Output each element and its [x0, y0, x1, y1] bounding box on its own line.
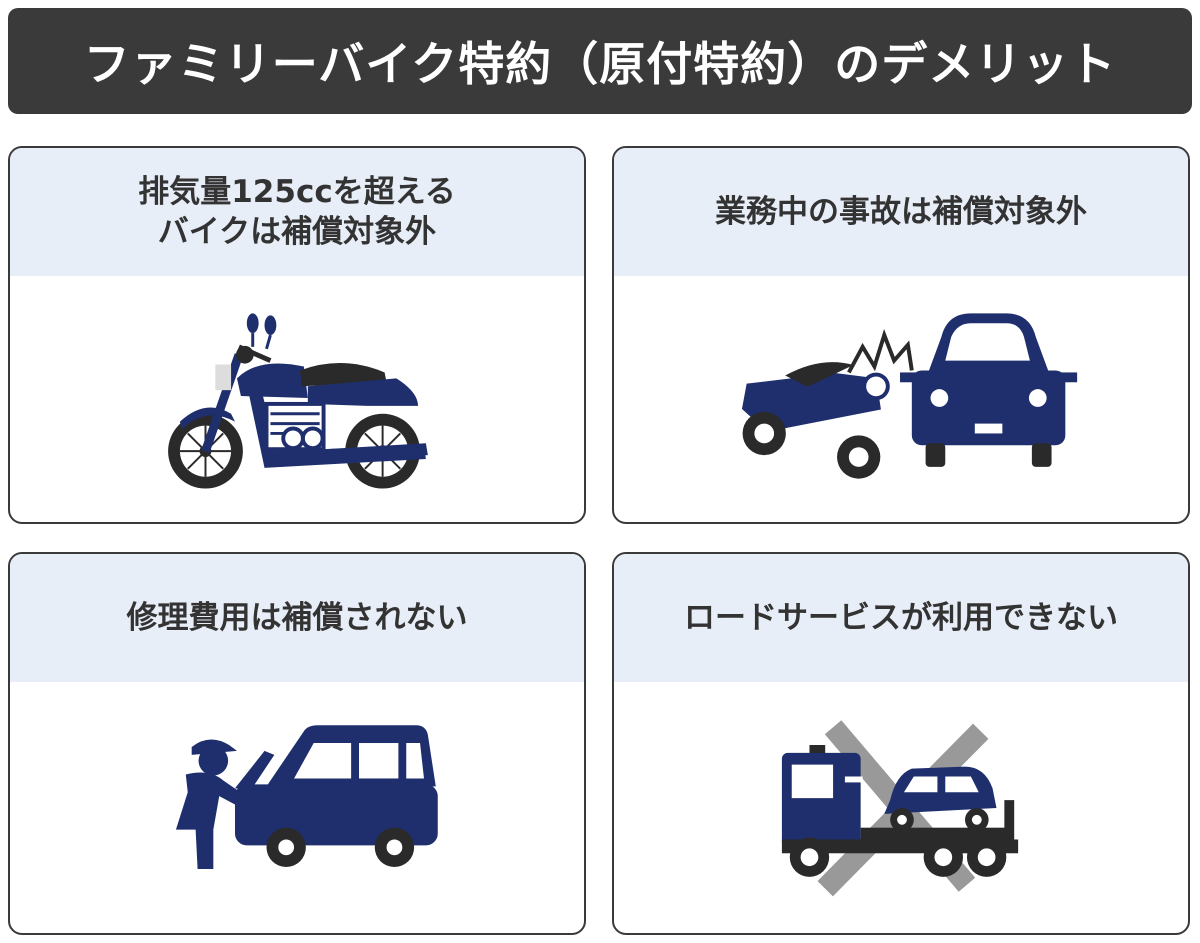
card-no-road-service: ロードサービスが利用できない — [612, 552, 1190, 935]
title-banner: ファミリーバイク特約（原付特約）のデメリット — [8, 8, 1192, 114]
card-caption: ロードサービスが利用できない — [684, 599, 1118, 636]
card-caption-box: 修理費用は補償されない — [10, 554, 584, 682]
page-title: ファミリーバイク特約（原付特約）のデメリット — [83, 37, 1117, 91]
card-over-125cc: 排気量125ccを超える バイクは補償対象外 — [8, 146, 586, 524]
card-repair-not-covered: 修理費用は補償されない — [8, 552, 586, 935]
card-caption-box: ロードサービスが利用できない — [614, 554, 1188, 682]
tow-truck-crossed-icon — [781, 720, 1019, 897]
card-work-accident: 業務中の事故は補償対象外 — [612, 146, 1190, 524]
mechanic-repairing-car-icon — [175, 725, 438, 870]
card-caption-box: 排気量125ccを超える バイクは補償対象外 — [10, 148, 584, 276]
motorcycle-icon — [168, 313, 428, 489]
bike-car-collision-icon — [741, 313, 1078, 479]
card-caption: 排気量125ccを超える バイクは補償対象外 — [138, 173, 456, 250]
card-caption: 修理費用は補償されない — [126, 599, 468, 636]
card-caption: 業務中の事故は補償対象外 — [715, 193, 1087, 230]
card-caption-box: 業務中の事故は補償対象外 — [614, 148, 1188, 276]
